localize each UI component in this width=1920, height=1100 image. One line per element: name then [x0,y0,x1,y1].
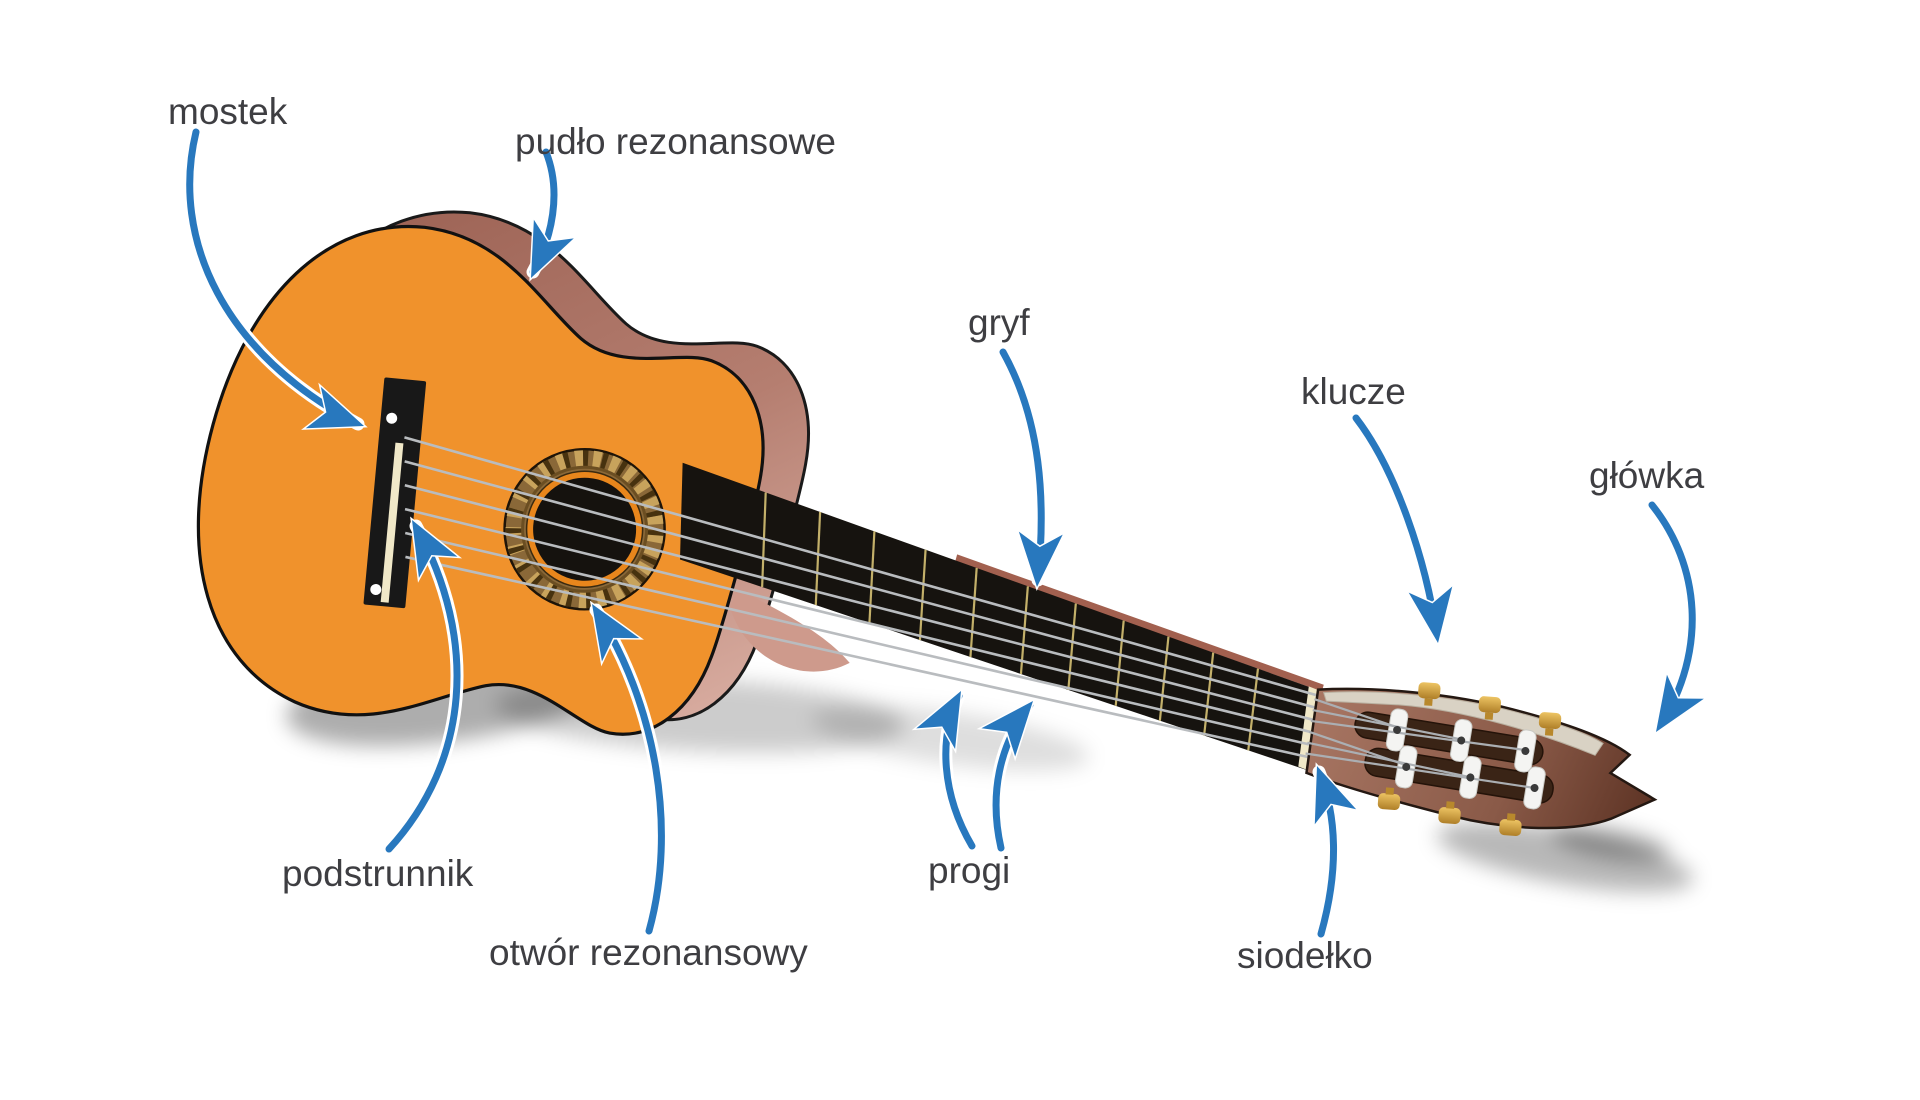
arrow-mostek [183,125,374,449]
label-pudlo: pudło rezonansowe [515,121,836,162]
label-otwor: otwór rezonansowy [489,932,808,973]
label-mostek: mostek [168,91,288,132]
arrow-podstrunnik [382,507,464,856]
arrow-otwor-rezonansowy [571,590,668,938]
headstock-strings [1305,698,1539,790]
tuner-roller-pins [1393,725,1539,792]
guitar [146,169,1658,837]
arrow-pudlo-rezonansowe [509,145,576,289]
arrow-progi-left [914,679,982,853]
headstock [1305,682,1658,837]
bridge-saddle [380,442,404,603]
label-gryf: gryf [968,302,1030,343]
strings [404,436,1329,762]
bridge [363,377,427,609]
arrow-klucze [1349,411,1462,648]
arrow-siodelko [1294,756,1358,941]
label-glowka: główka [1589,455,1705,496]
arrow-progi-right [979,685,1052,855]
arrow-gryf [996,345,1065,591]
arrow-glowka [1636,498,1706,746]
label-siodelko: siodełko [1237,935,1373,976]
soundhole [503,447,666,611]
label-progi: progi [928,850,1011,891]
label-klucze: klucze [1301,371,1406,412]
tuning-keys [1377,682,1562,837]
neck-heel [730,588,850,672]
label-podstrunnik: podstrunnik [282,853,474,894]
headstock-shadow [1436,822,1694,892]
